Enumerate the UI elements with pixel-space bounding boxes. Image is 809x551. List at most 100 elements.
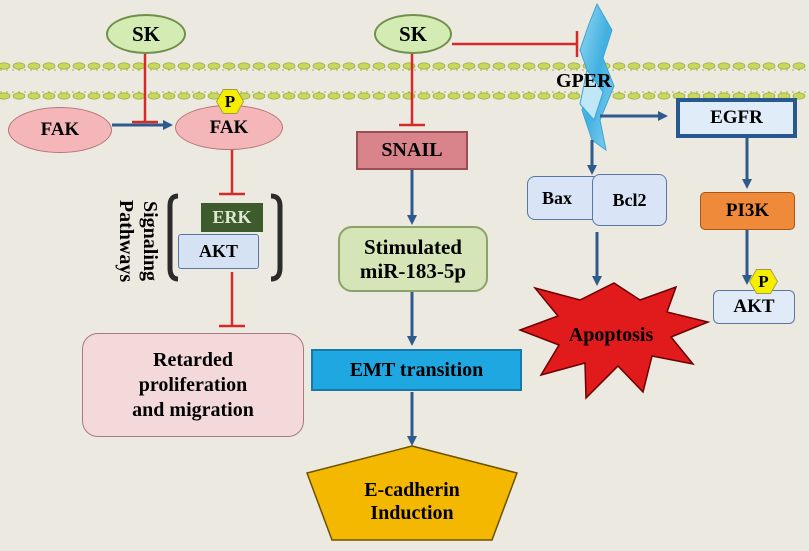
lipid-head bbox=[102, 92, 116, 100]
lipid-head bbox=[132, 92, 146, 100]
fak-node: FAK bbox=[8, 107, 112, 153]
lipid-head bbox=[267, 62, 281, 70]
lipid-head bbox=[207, 62, 221, 70]
gper-receptor-shape bbox=[579, 2, 615, 152]
bcl2-node: Bcl2 bbox=[592, 174, 667, 226]
mirna-node: Stimulated miR-183-5p bbox=[338, 226, 488, 292]
gper-label: GPER bbox=[556, 70, 612, 92]
lipid-head bbox=[567, 62, 581, 70]
lipid-head bbox=[627, 92, 641, 100]
lipid-head bbox=[387, 92, 401, 100]
lipid-head bbox=[72, 62, 86, 70]
lipid-head bbox=[132, 62, 146, 70]
inhibit-pathway-retarded bbox=[219, 272, 245, 328]
lipid-head bbox=[27, 62, 41, 70]
signaling-pathways-label: Signaling Pathways bbox=[112, 176, 162, 306]
lipid-head bbox=[462, 92, 476, 100]
lipid-head bbox=[282, 62, 296, 70]
lipid-head bbox=[57, 92, 71, 100]
lipid-head bbox=[87, 92, 101, 100]
lipid-head bbox=[57, 62, 71, 70]
lipid-head bbox=[612, 62, 626, 70]
apoptosis-label: Apoptosis bbox=[568, 323, 654, 346]
lipid-head bbox=[192, 62, 206, 70]
ecadherin-line-2: Induction bbox=[370, 502, 454, 524]
pi3k-node: PI3K bbox=[700, 192, 795, 230]
retarded-proliferation-node: Retarded proliferation and migration bbox=[82, 333, 304, 437]
lipid-head bbox=[117, 92, 131, 100]
lipid-head bbox=[177, 62, 191, 70]
lipid-head bbox=[342, 62, 356, 70]
apoptosis-burst bbox=[517, 282, 711, 400]
lipid-head bbox=[522, 92, 536, 100]
mirna-line-1: Stimulated bbox=[363, 234, 462, 259]
lipid-head bbox=[357, 92, 371, 100]
lipid-head bbox=[612, 92, 626, 100]
lipid-head bbox=[747, 62, 761, 70]
lipid-head bbox=[162, 62, 176, 70]
lipid-head bbox=[297, 92, 311, 100]
lipid-head bbox=[252, 62, 266, 70]
phospho-badge-fak: P bbox=[217, 90, 243, 113]
lipid-head bbox=[552, 92, 566, 100]
lipid-head bbox=[327, 62, 341, 70]
lipid-head bbox=[492, 92, 506, 100]
bracket-right bbox=[270, 193, 283, 282]
lipid-head bbox=[387, 62, 401, 70]
lipid-head bbox=[432, 92, 446, 100]
emt-transition-node: EMT transition bbox=[311, 349, 522, 391]
lipid-head bbox=[792, 62, 806, 70]
erk-node: ERK bbox=[201, 203, 263, 232]
ecadherin-label: E-cadherin Induction bbox=[332, 470, 492, 534]
inhibit-sk-gper bbox=[452, 31, 579, 57]
membrane-heads-top bbox=[0, 62, 806, 70]
lipid-head bbox=[417, 62, 431, 70]
lipid-head bbox=[222, 62, 236, 70]
akt-right-node: AKT bbox=[713, 290, 795, 324]
lipid-head bbox=[177, 92, 191, 100]
lipid-head bbox=[762, 62, 776, 70]
lipid-head bbox=[777, 62, 791, 70]
lipid-head bbox=[42, 92, 56, 100]
lipid-head bbox=[432, 62, 446, 70]
retarded-line-2: proliferation bbox=[138, 373, 248, 396]
lipid-head bbox=[162, 92, 176, 100]
lipid-head bbox=[642, 92, 656, 100]
lipid-head bbox=[372, 62, 386, 70]
inhibit-sk-snail bbox=[399, 52, 425, 127]
lipid-head bbox=[447, 62, 461, 70]
lipid-head bbox=[252, 92, 266, 100]
lipid-head bbox=[627, 62, 641, 70]
lipid-head bbox=[537, 62, 551, 70]
egfr-node: EGFR bbox=[676, 98, 797, 138]
lipid-head bbox=[687, 62, 701, 70]
sk-center-node: SK bbox=[374, 14, 452, 54]
lipid-head bbox=[342, 92, 356, 100]
lipid-head bbox=[477, 92, 491, 100]
lipid-head bbox=[27, 92, 41, 100]
lipid-head bbox=[0, 62, 11, 70]
lipid-head bbox=[672, 62, 686, 70]
lipid-head bbox=[642, 62, 656, 70]
bax-node: Bax bbox=[527, 176, 602, 220]
lipid-head bbox=[717, 62, 731, 70]
sk-left-node: SK bbox=[106, 14, 186, 54]
lipid-head bbox=[657, 92, 671, 100]
lipid-head bbox=[237, 62, 251, 70]
lipid-head bbox=[312, 62, 326, 70]
mirna-line-2: miR-183-5p bbox=[359, 259, 467, 283]
lipid-head bbox=[12, 62, 26, 70]
lipid-head bbox=[657, 62, 671, 70]
lipid-head bbox=[357, 62, 371, 70]
lipid-head bbox=[537, 92, 551, 100]
lipid-head bbox=[147, 92, 161, 100]
snail-node: SNAIL bbox=[356, 131, 468, 170]
lipid-head bbox=[702, 62, 716, 70]
lipid-head bbox=[192, 92, 206, 100]
ecadherin-pentagon bbox=[306, 445, 518, 541]
phospho-badge-akt: P bbox=[750, 270, 777, 293]
lipid-head bbox=[522, 62, 536, 70]
lipid-head bbox=[462, 62, 476, 70]
cell-membrane bbox=[0, 62, 809, 100]
